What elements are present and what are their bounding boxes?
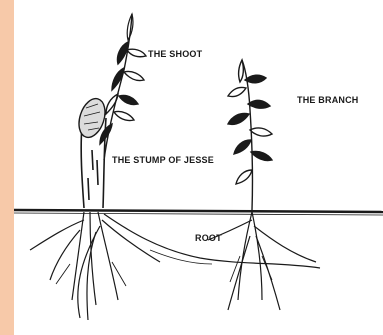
ground-line — [14, 210, 383, 215]
label-the-shoot: THE SHOOT — [148, 49, 202, 59]
stump — [74, 95, 109, 208]
label-the-branch: THE BRANCH — [297, 95, 359, 105]
label-the-stump-of-jesse: THE STUMP OF JESSE — [112, 155, 214, 165]
branch — [228, 60, 272, 210]
label-root: ROOT — [195, 233, 222, 243]
shoot — [100, 14, 146, 160]
roots — [30, 212, 320, 320]
